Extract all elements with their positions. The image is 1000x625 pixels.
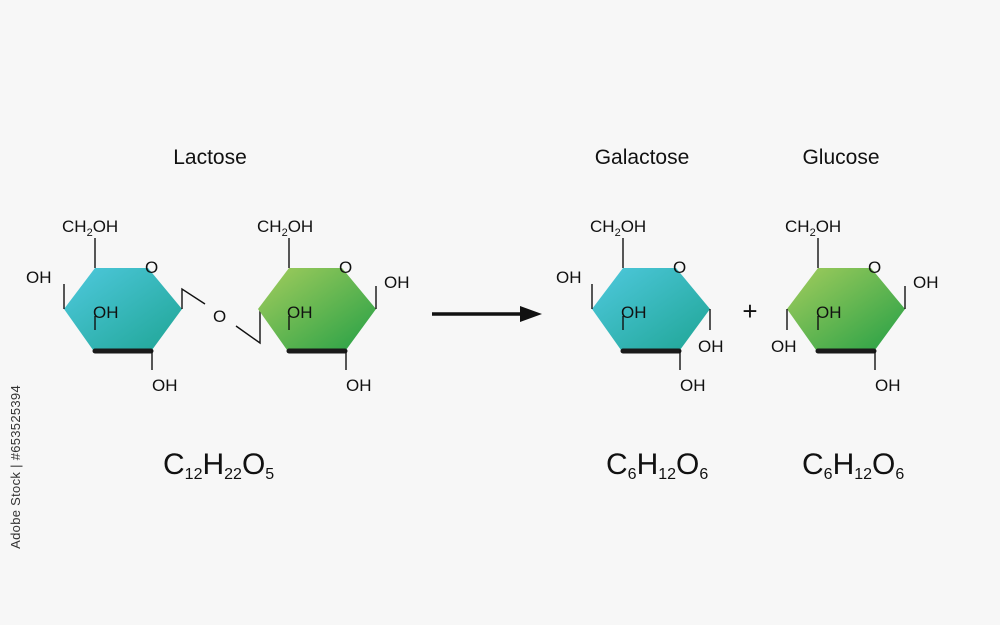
lactose-ring2-oh-right: OH	[384, 273, 410, 292]
galactose-molecule: CH2OH O OH OH OH OH	[556, 217, 724, 395]
galactose-formula: C6H12O6	[606, 448, 708, 483]
formula-element-c: C	[163, 448, 185, 481]
lactose-title: Lactose	[173, 146, 247, 169]
lactose-formula: C12H22O5	[163, 448, 274, 483]
lactose-ring2-oh-bottom: OH	[346, 376, 372, 395]
glucose-hexagon	[787, 268, 905, 350]
glucose-oh-bottom: OH	[875, 376, 901, 395]
galactose-ring-oxygen: O	[673, 258, 686, 277]
glucose-oh-inner: OH	[816, 303, 842, 322]
glucose-molecule: CH2OH O OH OH OH OH	[771, 217, 939, 395]
galactose-hexagon	[592, 268, 710, 350]
galactose-oh-bottom: OH	[680, 376, 706, 395]
lactose-ring1-oh-bottom: OH	[152, 376, 178, 395]
glucose-title: Glucose	[802, 146, 879, 169]
glucose-oh-left: OH	[771, 337, 797, 356]
arrow-head	[520, 306, 542, 322]
galactose-oh-right: OH	[698, 337, 724, 356]
galactose-oh-inner: OH	[621, 303, 647, 322]
reaction-arrow	[432, 306, 542, 322]
stock-id-text: Adobe Stock | #653525394	[8, 385, 23, 549]
formula-element-h: H	[202, 448, 224, 481]
bridge-bond-left	[181, 287, 206, 309]
lactose-ring1-hexagon	[64, 268, 182, 350]
galactose-oh-left: OH	[556, 268, 582, 287]
lactose-ring1-ring-oxygen: O	[145, 258, 158, 277]
lactose-ring-glucose-unit: CH2OH O OH OH OH	[257, 217, 410, 395]
lactose-ring1-oh-inner: OH	[93, 303, 119, 322]
glucose-ring-oxygen: O	[868, 258, 881, 277]
lactose-ring1-ch2oh: CH2OH	[62, 217, 118, 239]
glucose-ch2oh: CH2OH	[785, 217, 841, 239]
galactose-title: Galactose	[595, 146, 690, 169]
glucose-oh-right: OH	[913, 273, 939, 292]
lactose-ring-galactose-unit: CH2OH O OH OH OH	[26, 217, 182, 395]
lactose-ring2-oh-inner: OH	[287, 303, 313, 322]
lactose-ring2-ch2oh: CH2OH	[257, 217, 313, 239]
formula-element-o: O	[242, 448, 265, 481]
lactose-ring2-ring-oxygen: O	[339, 258, 352, 277]
lactose-ring1-oh-left: OH	[26, 268, 52, 287]
lactose-ring2-hexagon	[258, 268, 376, 350]
glycosidic-bridge: O	[181, 287, 261, 345]
glucose-formula: C6H12O6	[802, 448, 904, 483]
galactose-ch2oh: CH2OH	[590, 217, 646, 239]
bridge-bond-right	[235, 309, 261, 345]
plus-sign: +	[742, 296, 757, 326]
bridge-oxygen: O	[213, 307, 226, 326]
